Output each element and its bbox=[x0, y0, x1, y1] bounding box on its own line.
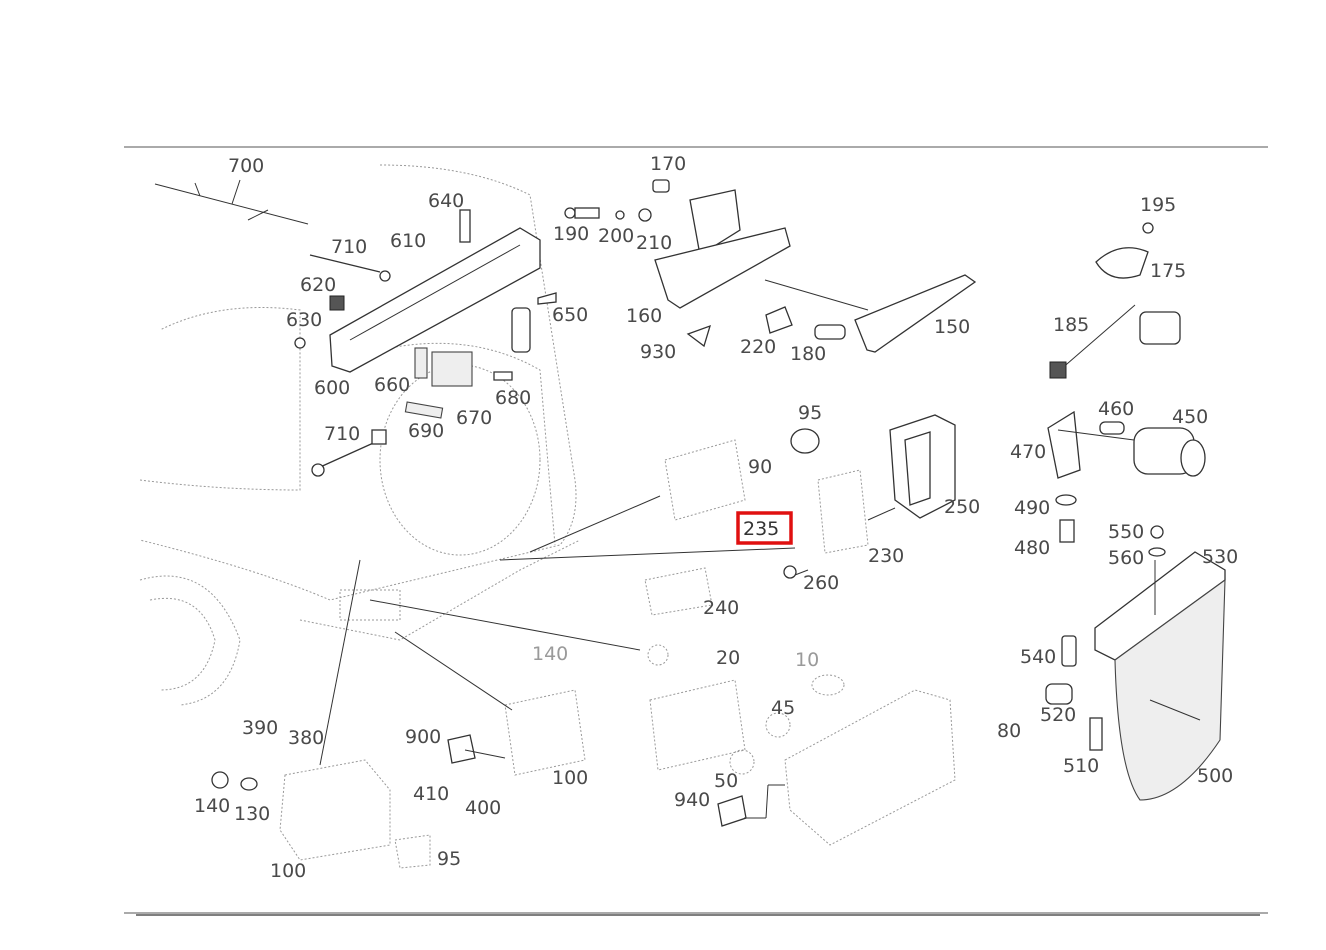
callout-200[interactable]: 200 bbox=[598, 225, 634, 247]
part-right-assembly bbox=[1045, 410, 1226, 801]
part-lower-left bbox=[211, 559, 641, 869]
callout-620[interactable]: 620 bbox=[300, 274, 336, 296]
callout-490[interactable]: 490 bbox=[1014, 497, 1050, 519]
callout-95-upper[interactable]: 95 bbox=[798, 402, 822, 424]
callout-45[interactable]: 45 bbox=[771, 697, 795, 719]
callout-690[interactable]: 690 bbox=[408, 420, 444, 442]
callout-480[interactable]: 480 bbox=[1014, 537, 1050, 559]
callout-670[interactable]: 670 bbox=[456, 407, 492, 429]
callout-90[interactable]: 90 bbox=[748, 456, 772, 478]
callout-380[interactable]: 380 bbox=[288, 727, 324, 749]
highlight-box-235 bbox=[736, 511, 793, 545]
callout-260[interactable]: 260 bbox=[803, 572, 839, 594]
callout-710-lower[interactable]: 710 bbox=[324, 423, 360, 445]
callout-20[interactable]: 20 bbox=[716, 647, 740, 669]
callout-500[interactable]: 500 bbox=[1197, 765, 1233, 787]
callout-640[interactable]: 640 bbox=[428, 190, 464, 212]
callout-230[interactable]: 230 bbox=[868, 545, 904, 567]
callout-560[interactable]: 560 bbox=[1108, 547, 1144, 569]
part-160-150-assembly bbox=[564, 179, 977, 353]
callout-660[interactable]: 660 bbox=[374, 374, 410, 396]
part-lamps-center bbox=[499, 414, 956, 616]
callout-630[interactable]: 630 bbox=[286, 309, 322, 331]
callout-520[interactable]: 520 bbox=[1040, 704, 1076, 726]
callout-550[interactable]: 550 bbox=[1108, 521, 1144, 543]
callout-400[interactable]: 400 bbox=[465, 797, 501, 819]
callout-220[interactable]: 220 bbox=[740, 336, 776, 358]
callout-600[interactable]: 600 bbox=[314, 377, 350, 399]
callout-100-left[interactable]: 100 bbox=[270, 860, 306, 882]
callout-190[interactable]: 190 bbox=[553, 223, 589, 245]
callout-150[interactable]: 150 bbox=[934, 316, 970, 338]
callout-680[interactable]: 680 bbox=[495, 387, 531, 409]
callout-175[interactable]: 175 bbox=[1150, 260, 1186, 282]
callout-470[interactable]: 470 bbox=[1010, 441, 1046, 463]
callout-700[interactable]: 700 bbox=[228, 155, 264, 177]
callout-160[interactable]: 160 bbox=[626, 305, 662, 327]
callout-195[interactable]: 195 bbox=[1140, 194, 1176, 216]
callout-930[interactable]: 930 bbox=[640, 341, 676, 363]
callout-460[interactable]: 460 bbox=[1098, 398, 1134, 420]
callout-140-lower[interactable]: 140 bbox=[194, 795, 230, 817]
callout-650[interactable]: 650 bbox=[552, 304, 588, 326]
callout-140-upper[interactable]: 140 bbox=[532, 643, 568, 665]
callout-900[interactable]: 900 bbox=[405, 726, 441, 748]
callout-210[interactable]: 210 bbox=[636, 232, 672, 254]
callout-410[interactable]: 410 bbox=[413, 783, 449, 805]
callout-610[interactable]: 610 bbox=[390, 230, 426, 252]
part-700-harness bbox=[154, 179, 309, 225]
callout-labels: 700 640 710 610 620 630 600 660 670 680 … bbox=[194, 153, 1238, 882]
callout-250[interactable]: 250 bbox=[944, 496, 980, 518]
callout-235[interactable]: 235 bbox=[743, 518, 779, 540]
callout-240[interactable]: 240 bbox=[703, 597, 739, 619]
callout-95-lower[interactable]: 95 bbox=[437, 848, 461, 870]
callout-540[interactable]: 540 bbox=[1020, 646, 1056, 668]
callout-100-right[interactable]: 100 bbox=[552, 767, 588, 789]
callout-130[interactable]: 130 bbox=[234, 803, 270, 825]
callout-530[interactable]: 530 bbox=[1202, 546, 1238, 568]
callout-450[interactable]: 450 bbox=[1172, 406, 1208, 428]
callout-710-upper[interactable]: 710 bbox=[331, 236, 367, 258]
callout-185[interactable]: 185 bbox=[1053, 314, 1089, 336]
callout-390[interactable]: 390 bbox=[242, 717, 278, 739]
callout-510[interactable]: 510 bbox=[1063, 755, 1099, 777]
callout-10[interactable]: 10 bbox=[795, 649, 819, 671]
callout-180[interactable]: 180 bbox=[790, 343, 826, 365]
part-175-185 bbox=[1049, 222, 1181, 379]
callout-170[interactable]: 170 bbox=[650, 153, 686, 175]
callout-80[interactable]: 80 bbox=[997, 720, 1021, 742]
part-lower-center bbox=[647, 644, 956, 846]
callout-50[interactable]: 50 bbox=[714, 770, 738, 792]
part-600-bracket bbox=[294, 209, 557, 477]
callout-940[interactable]: 940 bbox=[674, 789, 710, 811]
